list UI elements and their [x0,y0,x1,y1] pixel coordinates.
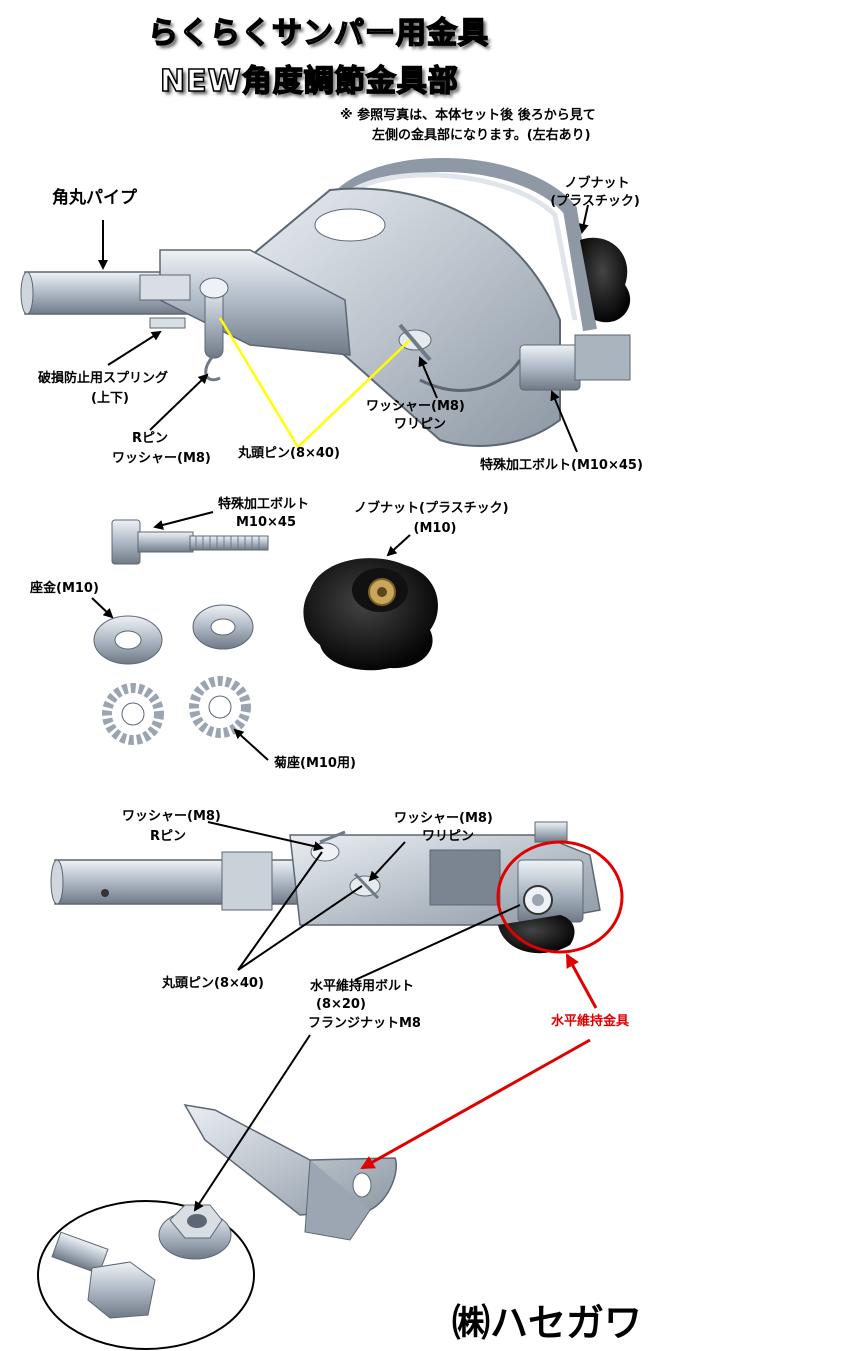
label-pipe: 角丸パイプ [52,188,137,208]
note-line-1: ※ 参照写真は、本体セット後 後ろから見て [340,108,596,123]
label-washer-rpin-2: Rピン [150,829,187,844]
label-level-bolt-2: (8×20) [316,997,366,1012]
label-knob-nut-1: ノブナット [564,176,630,191]
bolt-nut-circle [37,1200,255,1350]
lock-washers-photo [102,676,251,745]
label-knob-nut-2: (プラスチック) [550,194,640,209]
note-line-2: 左側の金具部になります。(左右あり) [372,128,591,143]
level-bracket-photo [183,1104,397,1241]
label-knob-1: ノブナット(プラスチック) [354,501,509,516]
knob-nut-photo [303,558,438,671]
label-bolt-1: 特殊加工ボルト [218,497,310,512]
title-line-1: らくらくサンパー用金具 [147,15,489,52]
label-spring-1: 破損防止用スプリング [38,371,169,386]
label-bolt-2: M10×45 [236,515,297,530]
label-washer-1: ワッシャー(M8) [366,399,465,414]
side-view-photo [50,821,601,954]
assembled-bracket-photo [20,158,631,447]
label-level-bolt-1: 水平維持用ボルト [310,979,415,994]
bolt-photo [111,519,269,565]
label-washer-wari-2: ワリピン [421,829,474,844]
section2-arrows [91,511,411,761]
title-line-2: NEW角度調節金具部 [159,63,459,100]
label-washer-rpin-1: ワッシャー(M8) [122,809,221,824]
label-washer-wari-1: ワッシャー(M8) [394,811,493,826]
flange-bolt-photo [51,1231,156,1319]
label-round-pin: 丸頭ピン(8×40) [238,446,340,461]
flange-nut-photo [158,1204,232,1260]
label-level-bracket: 水平維持金具 [551,1014,630,1029]
highlight-circle [496,840,624,954]
label-kikuza: 菊座(M10用) [274,756,356,771]
label-washer-2: ワリピン [393,417,446,432]
label-knob-2: (M10) [413,521,457,536]
label-level-bolt-3: フランジナットM8 [308,1016,421,1031]
label-rpin-2: ワッシャー(M8) [112,451,211,466]
label-spring-2: (上下) [91,391,129,406]
label-special-bolt: 特殊加工ボルト(M10×45) [480,458,643,473]
label-round-pin-2: 丸頭ピン(8×40) [162,976,264,991]
label-rpin-1: Rピン [131,431,168,446]
section1-arrows [98,204,589,453]
section3-arrows [193,821,598,1212]
label-zagane: 座金(M10) [30,581,99,596]
company-name: ㈱ハセガワ [452,1301,643,1345]
flat-washers-photo [93,604,254,665]
